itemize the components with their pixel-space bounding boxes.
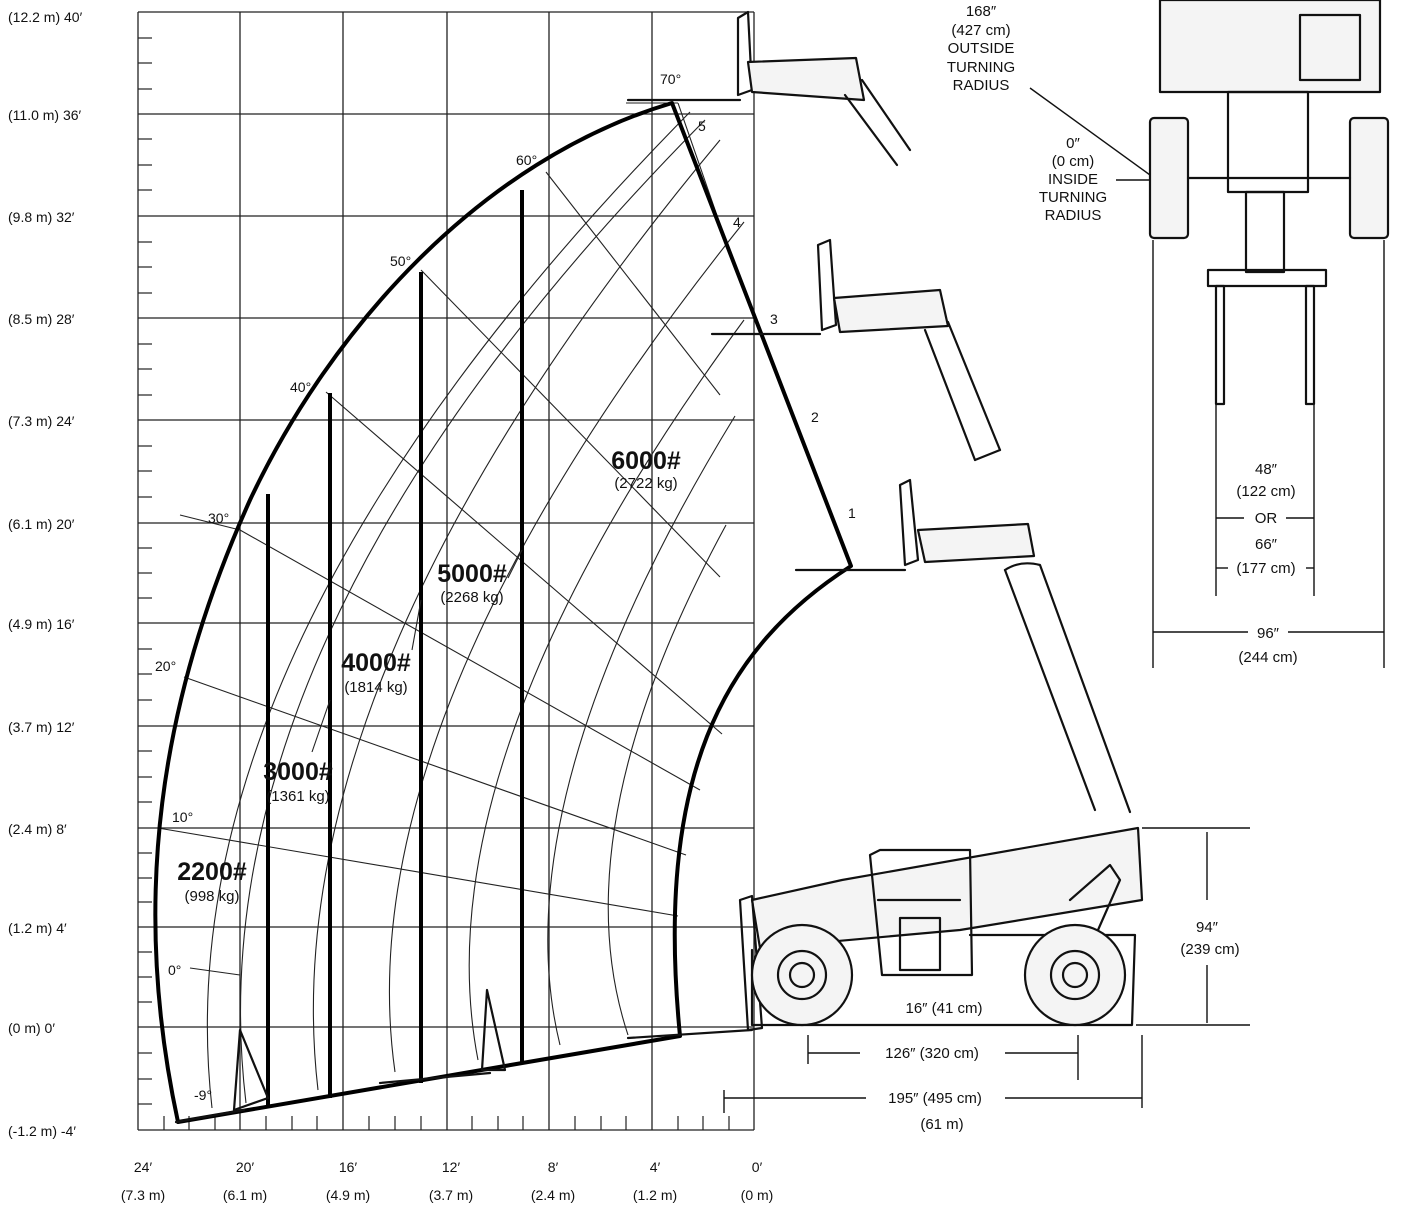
x-tick-metric: (2.4 m) xyxy=(531,1187,575,1203)
extension-arcs xyxy=(206,111,745,1109)
fork-spread-b-metric: (177 cm) xyxy=(1236,560,1295,577)
x-tick-metric: (6.1 m) xyxy=(223,1187,267,1203)
capacity-kg: (1814 kg) xyxy=(344,679,407,696)
side-view-dim-labels: 94″ (239 cm) 16″ (41 cm) 126″ (320 cm) 1… xyxy=(885,919,1239,1133)
angle-label: 30° xyxy=(208,510,229,526)
x-tick-label: 20′ xyxy=(236,1159,255,1175)
outside-radius-line: TURNING xyxy=(947,59,1015,76)
x-tick-label: 0′ xyxy=(752,1159,763,1175)
wheelbase: 126″ (320 cm) xyxy=(885,1045,979,1062)
y-tick-label: (2.4 m) 8′ xyxy=(8,821,67,837)
overall-length-extra: (61 m) xyxy=(920,1116,963,1133)
x-tick-metric: (7.3 m) xyxy=(121,1187,165,1203)
telehandler-top-view xyxy=(1148,0,1390,406)
extension-mark: 1 xyxy=(848,505,856,521)
fork-spread-a: 48″ xyxy=(1255,461,1278,478)
chart-grid xyxy=(137,11,755,1131)
y-tick-label: (11.0 m) 36′ xyxy=(8,107,82,123)
capacity-kg: (2268 kg) xyxy=(440,589,503,606)
x-tick-metric: (1.2 m) xyxy=(633,1187,677,1203)
outside-radius-line: 168″ xyxy=(966,3,997,20)
fork-spread-b: 66″ xyxy=(1255,536,1278,553)
y-tick-label: (7.3 m) 24′ xyxy=(8,413,75,429)
x-tick-label: 16′ xyxy=(339,1159,358,1175)
angle-label: 40° xyxy=(290,379,311,395)
capacity-lb: 3000# xyxy=(263,758,333,786)
inside-radius-line: TURNING xyxy=(1039,189,1107,206)
extension-mark: 4 xyxy=(733,214,741,230)
ground-clearance: 16″ (41 cm) xyxy=(906,1000,983,1017)
capacity-kg: (2722 kg) xyxy=(614,475,677,492)
inside-radius-line: (0 cm) xyxy=(1052,153,1095,170)
angle-label: 70° xyxy=(660,71,681,87)
capacity-lb: 5000# xyxy=(437,560,507,588)
turning-radius-labels: 168″ (427 cm) OUTSIDE TURNING RADIUS 0″ … xyxy=(947,3,1107,224)
outside-radius-line: OUTSIDE xyxy=(948,40,1015,57)
capacity-kg: (998 kg) xyxy=(184,888,239,905)
angle-label: 20° xyxy=(155,658,176,674)
capacity-labels: 2200# (998 kg) 3000# (1361 kg) 4000# (18… xyxy=(177,447,681,905)
overall-height-metric: (239 cm) xyxy=(1180,941,1239,958)
extension-mark: 2 xyxy=(811,409,819,425)
y-tick-label: (9.8 m) 32′ xyxy=(8,209,75,225)
extension-mark: 3 xyxy=(770,311,778,327)
angle-label: 60° xyxy=(516,152,537,168)
x-tick-label: 12′ xyxy=(442,1159,461,1175)
x-axis-labels: 24′ (7.3 m) 20′ (6.1 m) 16′ (4.9 m) 12′ … xyxy=(121,1159,774,1203)
boom-angle-labels: 70° 60° 50° 40° 30° 20° 10° 0° -9° xyxy=(155,71,681,1103)
y-tick-label: (-1.2 m) -4′ xyxy=(8,1123,76,1139)
inside-radius-line: RADIUS xyxy=(1045,207,1102,224)
capacity-zone-lines xyxy=(266,190,524,1108)
outside-radius-line: RADIUS xyxy=(953,77,1010,94)
telehandler-side-view xyxy=(626,826,1144,1040)
y-tick-label: (8.5 m) 28′ xyxy=(8,311,75,327)
x-tick-metric: (0 m) xyxy=(741,1187,774,1203)
fork-spread-a-metric: (122 cm) xyxy=(1236,483,1295,500)
overall-width-metric: (244 cm) xyxy=(1238,649,1297,666)
top-view-dim-labels: 48″ (122 cm) OR 66″ (177 cm) 96″ (244 cm… xyxy=(1236,461,1297,666)
capacity-lb: 2200# xyxy=(177,858,247,886)
angle-label: 50° xyxy=(390,253,411,269)
y-tick-label: (4.9 m) 16′ xyxy=(8,616,75,632)
y-tick-label: (6.1 m) 20′ xyxy=(8,516,75,532)
boom-positions xyxy=(174,10,1132,1124)
fork-spread-or: OR xyxy=(1255,510,1278,527)
angle-label: -9° xyxy=(194,1087,212,1103)
outside-radius-line: (427 cm) xyxy=(951,22,1010,39)
load-envelope xyxy=(153,101,853,1124)
side-view-dim-lines xyxy=(723,827,1250,1113)
x-tick-label: 4′ xyxy=(650,1159,661,1175)
capacity-kg: (1361 kg) xyxy=(266,788,329,805)
x-tick-metric: (3.7 m) xyxy=(429,1187,473,1203)
capacity-lb: 6000# xyxy=(611,447,681,475)
angle-label: 10° xyxy=(172,809,193,825)
y-tick-label: (0 m) 0′ xyxy=(8,1020,55,1036)
y-tick-label: (1.2 m) 4′ xyxy=(8,920,67,936)
overall-length: 195″ (495 cm) xyxy=(888,1090,982,1107)
overall-height: 94″ xyxy=(1196,919,1219,936)
y-tick-label: (3.7 m) 12′ xyxy=(8,719,75,735)
x-tick-metric: (4.9 m) xyxy=(326,1187,370,1203)
x-tick-label: 8′ xyxy=(548,1159,559,1175)
capacity-lb: 4000# xyxy=(341,649,411,677)
x-tick-label: 24′ xyxy=(134,1159,153,1175)
angle-label: 0° xyxy=(168,962,181,978)
y-tick-label: (12.2 m) 40′ xyxy=(8,9,83,25)
overall-width: 96″ xyxy=(1257,625,1280,642)
inside-radius-line: INSIDE xyxy=(1048,171,1098,188)
axis-minor-ticks xyxy=(138,37,730,1130)
inside-radius-line: 0″ xyxy=(1066,135,1080,152)
y-axis-labels: (12.2 m) 40′ (11.0 m) 36′ (9.8 m) 32′ (8… xyxy=(8,9,83,1139)
extension-mark: 5 xyxy=(698,118,706,134)
boom-angle-lines xyxy=(157,102,723,976)
top-view-dim-lines xyxy=(1029,87,1385,668)
extension-mark-labels: 1 2 3 4 5 xyxy=(698,118,856,521)
